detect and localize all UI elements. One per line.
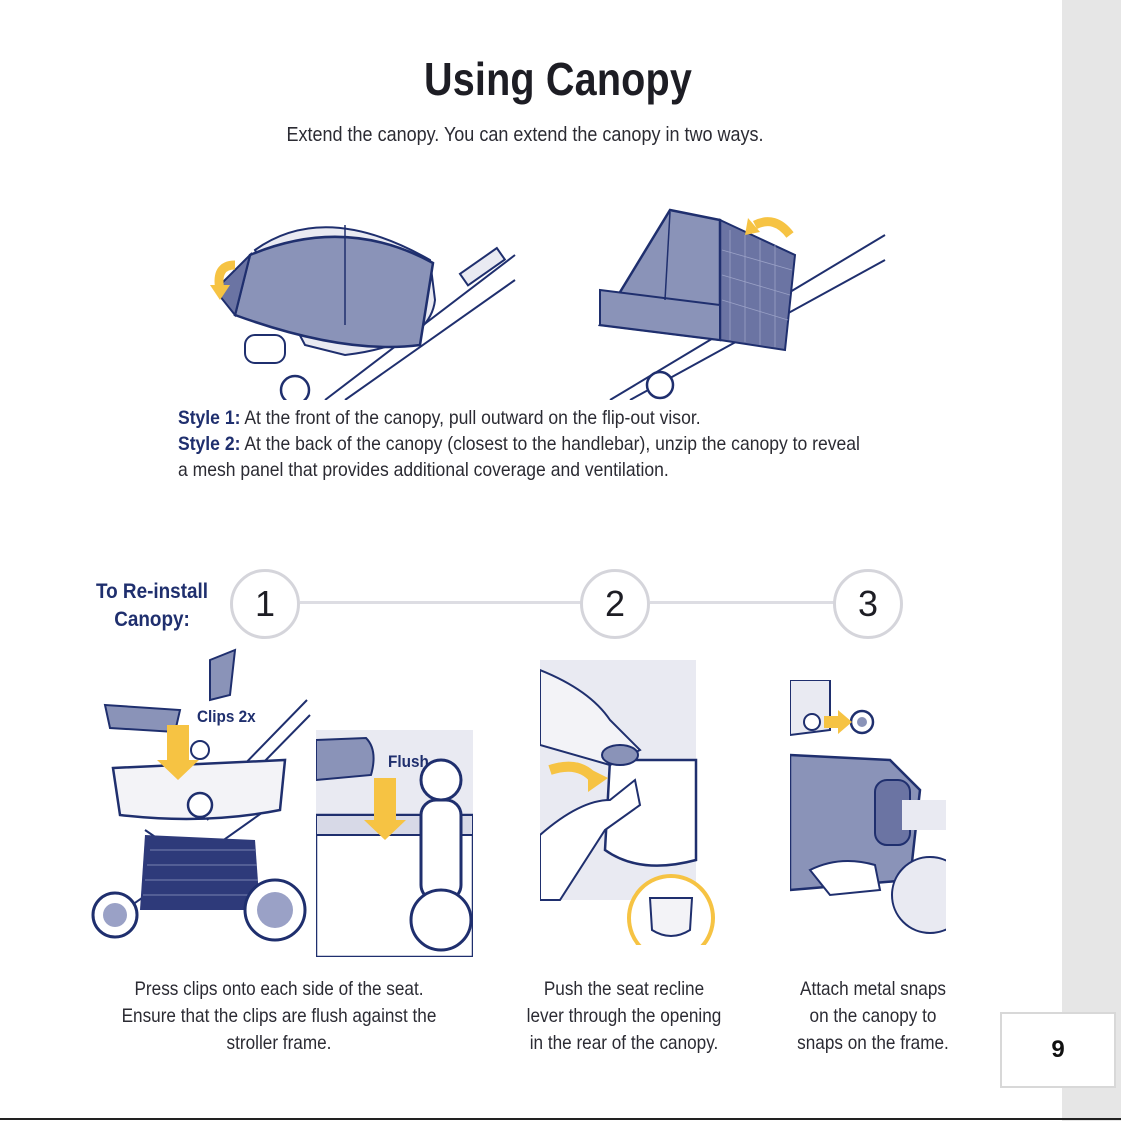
style1-line: Style 1: At the front of the canopy, pul…: [178, 405, 862, 431]
reinstall-heading: To Re-install Canopy:: [95, 580, 208, 631]
step-connector: [650, 601, 835, 604]
step1-stroller-illustration: [91, 648, 311, 942]
page-number: 9: [1000, 1012, 1116, 1088]
bottom-rule: [0, 1118, 1121, 1120]
style1-illustration: [210, 225, 516, 400]
style-instructions: Style 1: At the front of the canopy, pul…: [178, 405, 862, 483]
style2-label: Style 2:: [178, 433, 241, 455]
step-3-caption: Attach metal snaps on the canopy to snap…: [797, 978, 949, 1054]
style1-label: Style 1:: [178, 407, 241, 429]
step-2-caption: Push the seat recline lever through the …: [526, 978, 722, 1054]
page-margin-band: [1062, 0, 1121, 1121]
step-2-circle: 2: [580, 569, 650, 639]
step-1-caption: Press clips onto each side of the seat. …: [121, 978, 437, 1054]
step3-snaps-illustration: [790, 680, 946, 957]
clips-callout: Clips 2x: [197, 707, 256, 726]
step-3-circle: 3: [833, 569, 903, 639]
page-subtitle: Extend the canopy. You can extend the ca…: [286, 124, 764, 146]
flush-callout: Flush: [388, 752, 429, 771]
style2-illustration: [597, 208, 886, 400]
step2-recline-lever-illustration: [540, 660, 715, 945]
style1-text: At the front of the canopy, pull outward…: [240, 407, 701, 429]
step1-flush-detail-illustration: [316, 730, 473, 957]
step-connector: [300, 601, 585, 604]
step-1-circle: 1: [230, 569, 300, 639]
style2-text: At the back of the canopy (closest to th…: [178, 433, 860, 481]
style2-line: Style 2: At the back of the canopy (clos…: [178, 431, 862, 483]
page-title: Using Canopy: [423, 53, 693, 105]
